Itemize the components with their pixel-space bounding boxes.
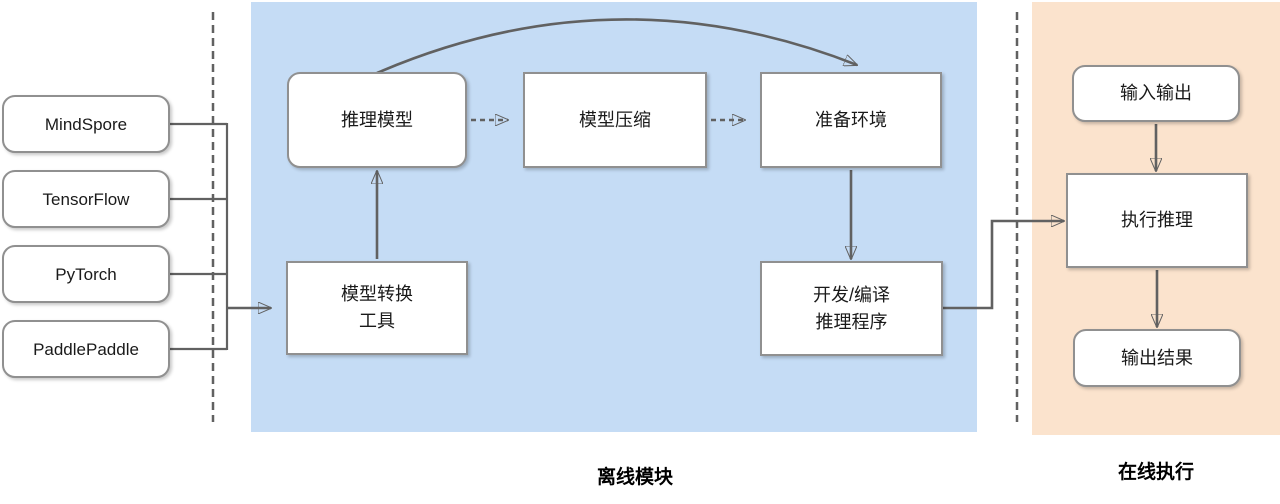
node-inference-model: 推理模型 [287,72,467,168]
node-model-compression: 模型压缩 [523,72,707,168]
node-tensorflow: TensorFlow [2,170,170,228]
node-mindspore: MindSpore [2,95,170,153]
node-conversion-tool: 模型转换 工具 [286,261,468,355]
node-pytorch: PyTorch [2,245,170,303]
offline-module-region [251,2,977,432]
node-input-output: 输入输出 [1072,65,1240,122]
node-paddlepaddle: PaddlePaddle [2,320,170,378]
online-execution-label: 在线执行 [1117,462,1194,483]
node-execute-inference: 执行推理 [1066,173,1248,268]
offline-module-label: 离线模块 [596,467,673,488]
node-dev-compile: 开发/编译 推理程序 [760,261,943,356]
node-prepare-env: 准备环境 [760,72,942,168]
node-output-result: 输出结果 [1073,329,1241,387]
